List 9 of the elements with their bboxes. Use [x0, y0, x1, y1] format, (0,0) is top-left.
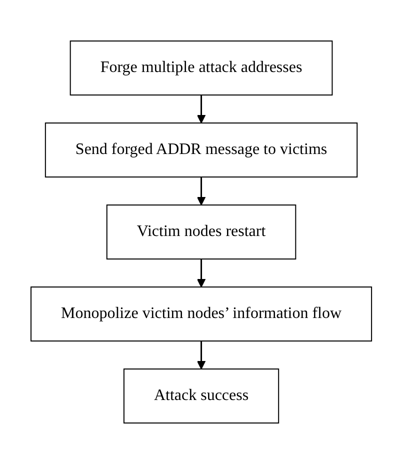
node-box: Attack success — [123, 368, 279, 423]
node-box: Forge multiple attack addresses — [70, 40, 332, 95]
node-box: Send forged ADDR message to victims — [44, 122, 358, 177]
node-box: Victim nodes restart — [106, 204, 296, 259]
arrow — [196, 340, 206, 369]
arrow — [196, 94, 206, 123]
node-box: Monopolize victim nodes’ information flow — [30, 286, 372, 341]
arrow — [196, 258, 206, 287]
arrow — [196, 176, 206, 205]
